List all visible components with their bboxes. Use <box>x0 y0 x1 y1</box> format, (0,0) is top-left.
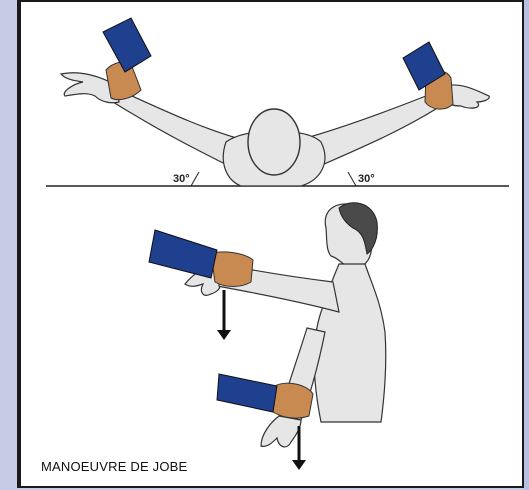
examiner-hand-icon <box>273 383 313 418</box>
examiner-hand-icon <box>211 252 253 287</box>
examiner-sleeve-bottom <box>217 374 277 412</box>
examiner-sleeve-left <box>103 18 151 72</box>
examiner-sleeve-top <box>149 230 217 278</box>
head-shape <box>248 109 300 175</box>
down-arrow-head-icon <box>217 330 231 340</box>
patient-top-view-icon: 30° 30° <box>46 18 509 186</box>
angle-label-right: 30° <box>358 173 375 185</box>
angle-label-left: 30° <box>173 173 190 185</box>
patient-side-view-icon <box>149 203 386 470</box>
angle-marker-right <box>348 172 356 186</box>
figure-panel: 30° 30° <box>17 0 524 488</box>
down-arrow-head-icon <box>292 460 306 470</box>
frame-border-strip <box>524 0 529 490</box>
angle-marker-left <box>191 172 199 186</box>
jobe-maneuver-illustration: 30° 30° <box>21 2 524 488</box>
figure-caption: MANOEUVRE DE JOBE <box>41 459 187 474</box>
lower-hand-shape <box>261 416 301 447</box>
